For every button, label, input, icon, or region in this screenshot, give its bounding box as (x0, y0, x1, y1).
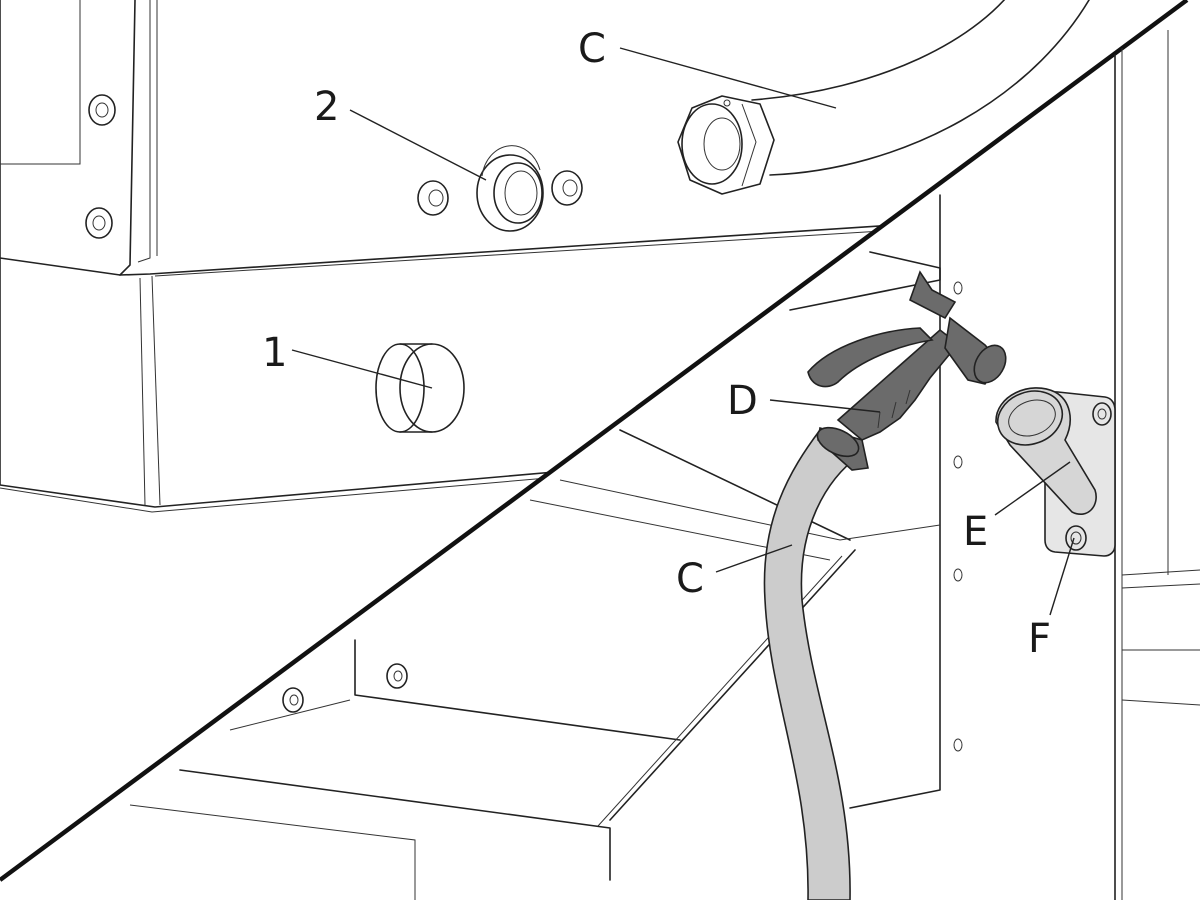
inlet-fitting-part-2 (476, 145, 544, 232)
callout-e: E (963, 509, 988, 555)
tray-ledge (559, 479, 941, 541)
drawer-side (229, 699, 351, 731)
upper-panel-bottom-edge (0, 0, 941, 276)
lower-panel-corner-2 (151, 275, 161, 506)
leader-1 (291, 349, 433, 389)
drawer-front-diagonal (609, 549, 856, 821)
flange-screw-lower-icon (85, 207, 113, 239)
callout-2: 2 (314, 84, 339, 130)
lower-panel-top-edge (154, 227, 931, 277)
drawer-back (354, 639, 681, 741)
panel-flange-line (119, 0, 136, 276)
upper-detail-view (0, 0, 1101, 513)
round-cap-part-1 (375, 343, 465, 433)
fitting-screw-right-icon (551, 170, 583, 206)
leader-c-hose (715, 544, 793, 573)
drawer-screw-left-icon (282, 687, 304, 713)
cabinet-side-panel (849, 194, 941, 809)
upper-panel-recess (0, 0, 81, 165)
leader-e (994, 461, 1071, 516)
drawer-base (129, 804, 416, 900)
hose-cuff (816, 426, 869, 471)
lower-detail-view (129, 30, 1200, 900)
callout-c-hose: C (676, 556, 704, 602)
callout-d: D (727, 378, 758, 424)
fitting-screw-left-icon (417, 180, 449, 216)
frame-crossbars (1121, 569, 1200, 706)
leader-2 (349, 109, 487, 181)
leader-f (1049, 537, 1075, 616)
upper-hose-c (751, 0, 1101, 176)
spray-handle-d (807, 270, 1007, 441)
side-panel-holes (953, 281, 963, 752)
leader-c-top (619, 47, 837, 109)
lower-panel-outline (0, 257, 921, 508)
tray-top-edge (789, 251, 941, 311)
detail-divider (0, 0, 1189, 882)
callout-f: F (1028, 616, 1051, 662)
lower-panel-corner (139, 277, 146, 506)
callout-1: 1 (262, 330, 287, 376)
funnel-e (995, 387, 1097, 515)
panel-flange-inner (137, 0, 151, 263)
callout-c-top: C (578, 26, 606, 72)
drawer-screw-right-icon (386, 663, 408, 689)
plate-screw-f-icon (1065, 525, 1087, 551)
leader-d (769, 399, 881, 413)
hex-nut-icon (677, 95, 775, 195)
flange-screw-upper-icon (88, 94, 116, 126)
hose-c (763, 428, 862, 900)
drawer-bottom-edge (179, 769, 611, 881)
